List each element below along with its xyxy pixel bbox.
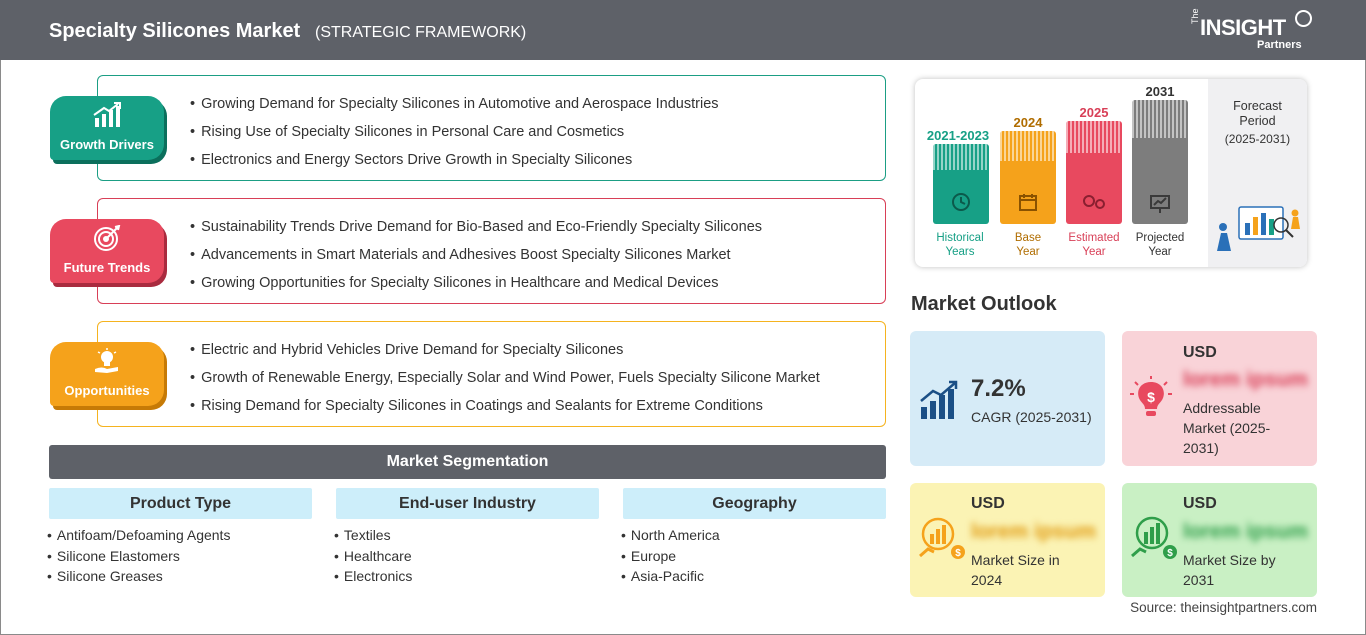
market-size-2024-usd: USD <box>971 495 1005 512</box>
source-text[interactable]: Source: theinsightpartners.com <box>1130 600 1317 615</box>
segment-item: Asia-Pacific <box>621 568 886 589</box>
segment-item: Textiles <box>334 527 599 548</box>
segment-item: North America <box>621 527 886 548</box>
opportunities-box: Electric and Hybrid Vehicles Drive Deman… <box>97 321 886 427</box>
segment-item: Antifoam/Defoaming Agents <box>47 527 312 548</box>
logo-main: INSIGHT <box>1200 15 1286 40</box>
list-item: Rising Use of Specialty Silicones in Per… <box>190 124 719 152</box>
segment-heading: End-user Industry <box>336 488 599 519</box>
svg-text:$: $ <box>1147 389 1155 405</box>
future-trends-label: Future Trends <box>63 260 151 275</box>
timeline-year-projected: 2031 <box>1145 84 1175 99</box>
segment-item: Europe <box>621 548 886 569</box>
presentation-chart-icon <box>1150 195 1170 213</box>
addressable-market-card: $ USD lorem ipsum Addressable Market (20… <box>1122 331 1317 466</box>
gears-icon <box>1083 195 1105 209</box>
opportunities-badge: Opportunities <box>50 342 164 406</box>
timeline-year-base: 2024 <box>1013 115 1043 130</box>
forecast-period-range: (2025-2031) <box>1224 132 1291 146</box>
market-size-2024-label: Market Size in 2024 <box>971 552 1060 588</box>
header-bar: Specialty Silicones Market (STRATEGIC FR… <box>0 0 1366 60</box>
segment-geography: Geography North America Europe Asia-Paci… <box>623 488 886 589</box>
cagr-value: 7.2% <box>971 375 1026 402</box>
market-outlook-title: Market Outlook <box>911 293 1057 315</box>
svg-text:$: $ <box>955 548 961 559</box>
timeline-bar-historical <box>933 144 989 224</box>
forecast-period-title: Forecast Period <box>1233 99 1282 128</box>
list-item: Rising Demand for Specialty Silicones in… <box>190 398 820 426</box>
svg-text:$: $ <box>1167 548 1173 559</box>
list-item: Growth of Renewable Energy, Especially S… <box>190 370 820 398</box>
calendar-icon <box>1019 194 1037 211</box>
target-icon <box>94 225 121 251</box>
segment-item: Silicone Elastomers <box>47 548 312 569</box>
addressable-usd: USD <box>1183 344 1217 361</box>
money-growth-icon: $ <box>1131 516 1177 559</box>
list-item: Electronics and Energy Sectors Drive Gro… <box>190 152 719 180</box>
growth-chart-icon <box>920 380 958 419</box>
logo-the: The <box>1190 8 1200 24</box>
logo-sub: Partners <box>1257 39 1302 51</box>
lightbulb-hand-icon <box>95 348 118 373</box>
addressable-value: lorem ipsum <box>1183 368 1308 391</box>
addressable-label: Addressable Market (2025-2031) <box>1183 400 1271 456</box>
list-item: Electric and Hybrid Vehicles Drive Deman… <box>190 342 820 370</box>
list-item: Growing Demand for Specialty Silicones i… <box>190 96 718 124</box>
market-size-2031-value: lorem ipsum <box>1183 520 1308 543</box>
future-trends-box: Sustainability Trends Drive Demand for B… <box>97 198 886 304</box>
segment-product-type: Product Type Antifoam/Defoaming Agents S… <box>49 488 312 589</box>
clock-history-icon <box>952 193 970 211</box>
bar-chart-rising-icon <box>93 102 121 127</box>
market-size-2024-card: $ USD lorem ipsum Market Size in 2024 <box>910 483 1105 597</box>
segment-item: Silicone Greases <box>47 568 312 589</box>
timeline-year-estimated: 2025 <box>1079 105 1109 120</box>
segment-item: Healthcare <box>334 548 599 569</box>
list-item: Sustainability Trends Drive Demand for B… <box>190 219 762 247</box>
market-size-2024-value: lorem ipsum <box>971 520 1096 543</box>
segment-item: Electronics <box>334 568 599 589</box>
growth-drivers-badge: Growth Drivers <box>50 96 164 160</box>
market-size-2031-usd: USD <box>1183 495 1217 512</box>
money-chart-icon: $ <box>919 517 965 559</box>
cagr-label: CAGR (2025-2031) <box>971 409 1092 425</box>
list-item: Growing Opportunities for Specialty Sili… <box>190 275 762 303</box>
list-item: Advancements in Smart Materials and Adhe… <box>190 247 762 275</box>
growth-drivers-box: Growing Demand for Specialty Silicones i… <box>97 75 886 181</box>
market-size-2031-label: Market Size by 2031 <box>1183 552 1276 588</box>
timeline-bar-projected <box>1132 100 1188 224</box>
growth-drivers-label: Growth Drivers <box>60 137 154 152</box>
timeline-bar-estimated <box>1066 121 1122 224</box>
analytics-people-icon <box>1217 206 1300 251</box>
page-title: Specialty Silicones Market <box>49 20 301 42</box>
timeline-year-historical: 2021-2023 <box>926 128 990 143</box>
dollar-bulb-icon: $ <box>1130 376 1172 416</box>
logo-ring-icon <box>1295 10 1312 27</box>
segment-end-user-industry: End-user Industry Textiles Healthcare El… <box>336 488 599 589</box>
market-segmentation-header: Market Segmentation <box>49 445 886 479</box>
segment-heading: Product Type <box>49 488 312 519</box>
cagr-card: 7.2% CAGR (2025-2031) <box>910 331 1105 466</box>
segment-heading: Geography <box>623 488 886 519</box>
future-trends-badge: Future Trends <box>50 219 164 283</box>
market-size-2031-card: $ USD lorem ipsum Market Size by 2031 <box>1122 483 1317 597</box>
opportunities-label: Opportunities <box>64 383 150 398</box>
timeline-bar-base <box>1000 131 1056 224</box>
page-subtitle: (STRATEGIC FRAMEWORK) <box>315 24 527 41</box>
insight-partners-logo[interactable]: The INSIGHT Partners <box>1190 8 1315 54</box>
